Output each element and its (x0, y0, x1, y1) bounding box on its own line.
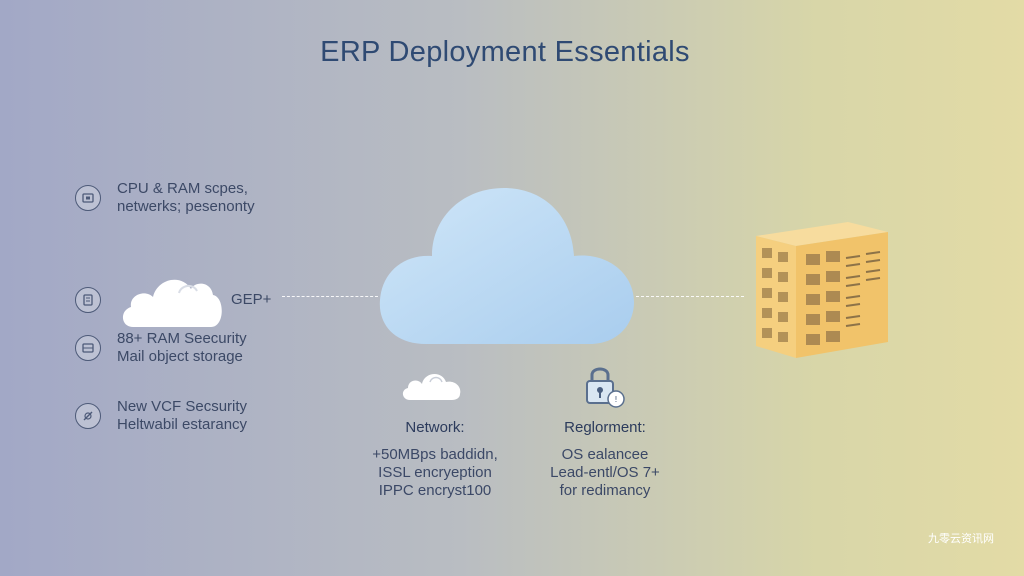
ram-line-1: GEP+ (231, 291, 272, 308)
storage-line-1: 88+ RAM Seecurity (117, 330, 247, 347)
requirement-line-3: for redimancy (559, 482, 651, 499)
page-title: ERP Deployment Essentials (320, 36, 690, 68)
cpu-icon (75, 185, 101, 211)
requirement-line-1: OS ealancee (561, 446, 649, 463)
list-item-ram: GEP+ (75, 267, 271, 333)
network-line-1: +50MBps baddidn, (372, 446, 498, 463)
requirement-caption: Reglorment: OS ealancee Lead-entl/OS 7+ … (515, 419, 695, 500)
requirement-heading: Reglorment: (564, 419, 646, 436)
storage-line-2: Mail object storage (117, 348, 243, 365)
ram-icon (75, 287, 101, 313)
list-item-cpu: CPU & RAM scpes, netwerks; pesenonty (75, 180, 255, 216)
cpu-line-2: netwerks; pesenonty (117, 198, 255, 215)
security-icon (75, 403, 101, 429)
watermark: 九零云资讯网 (928, 532, 994, 545)
security-line-1: New VCF Secsurity (117, 398, 248, 415)
svg-text:!: ! (614, 395, 617, 404)
storage-icon (75, 335, 101, 361)
lock-icon: ! (586, 367, 625, 408)
list-item-security: New VCF Secsurity Heltwabil estarancy (75, 398, 247, 434)
network-line-3: IPPC encryst100 (378, 482, 492, 499)
cpu-line-1: CPU & RAM scpes, (117, 180, 248, 197)
server-building-icon (756, 222, 888, 358)
cloud-icon (379, 188, 634, 344)
connector-left (282, 296, 378, 297)
small-cloud-icon (122, 279, 222, 327)
network-caption: Network: +50MBps baddidn, ISSL encryepti… (345, 419, 525, 500)
network-cloud-icon (402, 373, 461, 400)
list-item-storage: 88+ RAM Seecurity Mail object storage (75, 330, 247, 366)
requirement-line-2: Lead-entl/OS 7+ (550, 464, 660, 481)
security-line-2: Heltwabil estarancy (117, 416, 248, 433)
connector-right (636, 296, 744, 297)
network-heading: Network: (405, 419, 465, 436)
network-line-2: ISSL encryeption (378, 464, 492, 481)
